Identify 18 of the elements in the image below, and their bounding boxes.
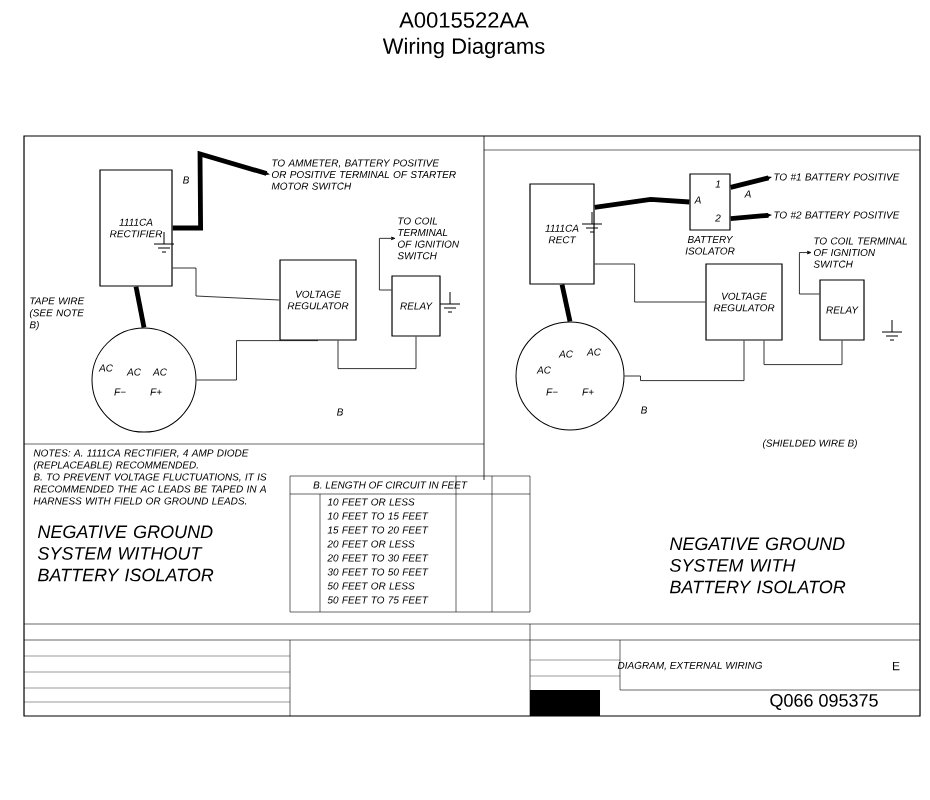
wire [133,286,147,328]
wire [196,340,319,381]
drawing-number: A0015522AA [399,12,529,28]
drawing-number: Q066 095375 [770,694,878,710]
system-heading: NEGATIVE GROUND SYSTEM WITHOUT BATTERY ISOLATOR [37,525,214,582]
wire [730,175,772,190]
stator-circle [515,321,625,431]
wire [559,284,573,323]
wire [799,250,820,295]
wire [594,197,690,210]
wire [624,340,745,381]
stator-circle [91,327,197,433]
wire [172,150,270,231]
wire [379,236,396,291]
wire [730,212,772,221]
isolator-box [689,173,731,231]
system-heading: NEGATIVE GROUND SYSTEM WITH BATTERY ISOLATOR [669,537,846,594]
diagram-title: Wiring Diagrams [382,37,545,59]
